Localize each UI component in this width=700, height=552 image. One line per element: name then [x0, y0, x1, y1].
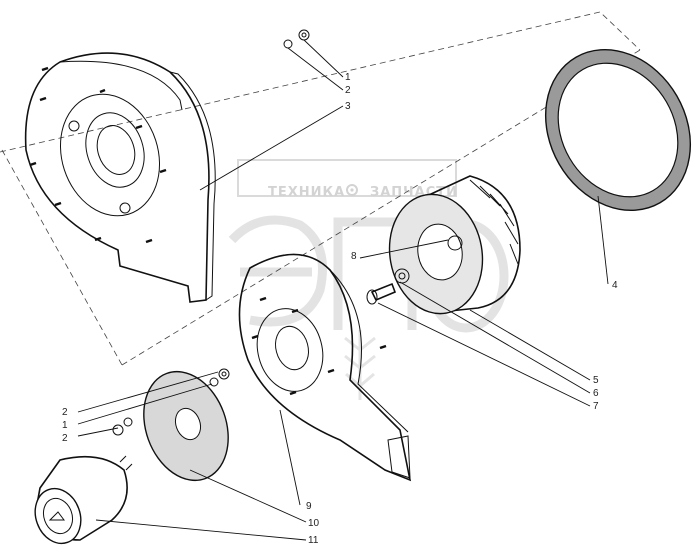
watermark-text-left: ТЕХНИКА — [268, 185, 345, 200]
lower-housing — [238, 253, 412, 482]
callout-3: 3 — [345, 101, 351, 112]
callouts: 1 2 3 4 5 6 7 8 9 10 11 2 1 2 — [62, 72, 618, 546]
leader-lines — [77, 39, 609, 541]
callout-11: 11 — [308, 535, 319, 546]
callout-2-left-b: 2 — [62, 433, 68, 444]
callout-10: 10 — [308, 518, 320, 529]
gear-icon — [346, 184, 358, 196]
callout-7: 7 — [593, 401, 599, 412]
callout-4: 4 — [612, 280, 618, 291]
callout-8: 8 — [351, 251, 357, 262]
rotor-disc — [143, 370, 229, 482]
upper-housing — [24, 52, 216, 303]
callout-9: 9 — [306, 501, 312, 512]
seal-ring — [544, 49, 692, 211]
electric-motor — [34, 455, 133, 545]
center-fasteners — [112, 368, 230, 436]
impeller — [388, 175, 521, 315]
callout-2-top: 2 — [345, 85, 351, 96]
callout-5: 5 — [593, 375, 599, 386]
callout-1-left: 1 — [62, 420, 68, 431]
top-fasteners — [283, 29, 310, 49]
callout-2-left-a: 2 — [62, 407, 68, 418]
callout-6: 6 — [593, 388, 599, 399]
callout-1-top: 1 — [345, 72, 351, 83]
